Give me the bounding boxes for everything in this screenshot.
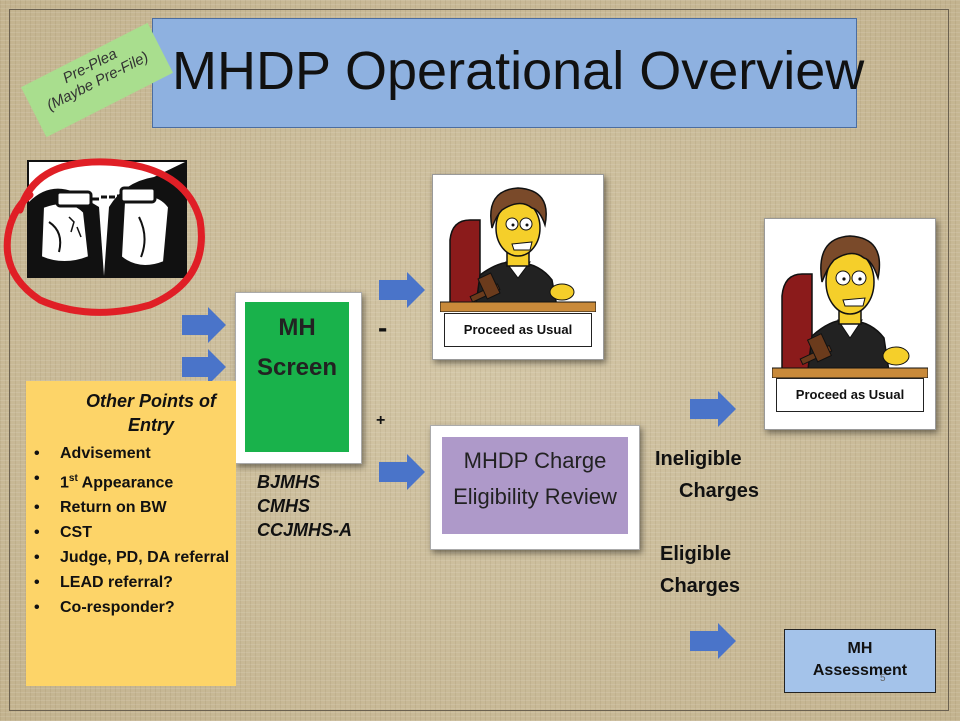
bullet: • bbox=[34, 499, 40, 517]
mh-assessment-line1: MH bbox=[847, 640, 873, 657]
arrow-right-icon bbox=[379, 272, 425, 308]
arrow-right-icon bbox=[182, 307, 226, 343]
list-item: • CST bbox=[32, 520, 230, 545]
slide-number: 5 bbox=[880, 673, 886, 684]
list-item: • Co-responder? bbox=[32, 595, 230, 620]
arrow-right-icon bbox=[690, 391, 736, 427]
mh-screen-line1: MH bbox=[278, 314, 316, 341]
ineligible-line2: Charges bbox=[679, 480, 760, 502]
eligible-charges-label: Eligible Charges bbox=[660, 538, 740, 602]
list-item: • Advisement bbox=[32, 441, 230, 466]
bullet: • bbox=[34, 599, 40, 617]
judge-illustration bbox=[772, 226, 928, 378]
proceed-label-top: Proceed as Usual bbox=[444, 313, 592, 347]
list-item-text: 1 bbox=[60, 474, 69, 492]
mh-screen-line2: Screen bbox=[256, 354, 338, 381]
charge-review-line2: Eligibility Review bbox=[453, 484, 617, 509]
list-item-text: Appearance bbox=[77, 474, 174, 492]
superscript: st bbox=[68, 473, 78, 484]
pre-plea-tag: Pre-Plea (Maybe Pre-File) bbox=[21, 22, 173, 138]
red-highlight-circle bbox=[3, 158, 205, 316]
bullet: • bbox=[34, 549, 40, 567]
title-bar bbox=[152, 18, 857, 128]
list-item-text: Advisement bbox=[60, 445, 151, 462]
ineligible-charges-label: Ineligible Charges bbox=[655, 443, 759, 507]
bullet: • bbox=[34, 524, 40, 542]
arrow-right-icon bbox=[379, 454, 425, 490]
entry-points-title: Other Points of Entry bbox=[72, 389, 230, 437]
charge-review-box bbox=[442, 437, 628, 534]
other-entry-points-box: Other Points of Entry • Advisement • 1st A… bbox=[26, 381, 236, 686]
charge-review-text: MHDP Charge Eligibility Review bbox=[442, 443, 628, 515]
eligible-line1: Eligible bbox=[660, 543, 732, 565]
negative-sign: - bbox=[378, 312, 388, 343]
bullet: • bbox=[34, 445, 40, 462]
entry-points-list: • Advisement • 1st Appearance • Return on B… bbox=[32, 441, 230, 620]
charge-review-line1: MHDP Charge bbox=[463, 448, 607, 473]
list-item: • Return on BW bbox=[32, 495, 230, 520]
eligible-line2: Charges bbox=[660, 575, 741, 597]
list-item: • LEAD referral? bbox=[32, 570, 230, 595]
mh-assessment-box: MH Assessment bbox=[784, 629, 936, 693]
list-item-text: Co-responder? bbox=[60, 599, 175, 617]
bullet: • bbox=[34, 574, 40, 592]
handcuffs-icon bbox=[27, 160, 187, 278]
list-item: • Judge, PD, DA referral bbox=[32, 545, 230, 570]
agency-item: CCJMHS-A bbox=[257, 520, 353, 540]
arrow-right-icon bbox=[690, 623, 736, 659]
list-item-text: LEAD referral? bbox=[60, 574, 173, 592]
entry-title-line2: Entry bbox=[127, 415, 174, 435]
bullet: • bbox=[34, 470, 40, 487]
agency-item: BJMHS bbox=[257, 472, 321, 492]
ineligible-line1: Ineligible bbox=[655, 448, 742, 470]
list-item-text: CST bbox=[60, 524, 92, 542]
slide-title: MHDP Operational Overview bbox=[172, 41, 865, 101]
proceed-label-right: Proceed as Usual bbox=[776, 378, 924, 412]
agency-item: CMHS bbox=[257, 496, 310, 516]
list-item: • 1st Appearance bbox=[32, 466, 230, 495]
arrow-right-icon bbox=[182, 349, 226, 385]
mh-screen-box: MH Screen bbox=[245, 302, 349, 452]
entry-title-line1: Other Points of bbox=[86, 391, 216, 411]
mh-assessment-line2: Assessment bbox=[812, 662, 908, 679]
list-item-text: Return on BW bbox=[60, 499, 167, 517]
judge-illustration bbox=[440, 180, 596, 312]
positive-sign: + bbox=[376, 412, 386, 429]
agency-list: BJMHS CMHS CCJMHS-A bbox=[257, 470, 352, 542]
list-item-text: Judge, PD, DA referral bbox=[60, 549, 230, 567]
